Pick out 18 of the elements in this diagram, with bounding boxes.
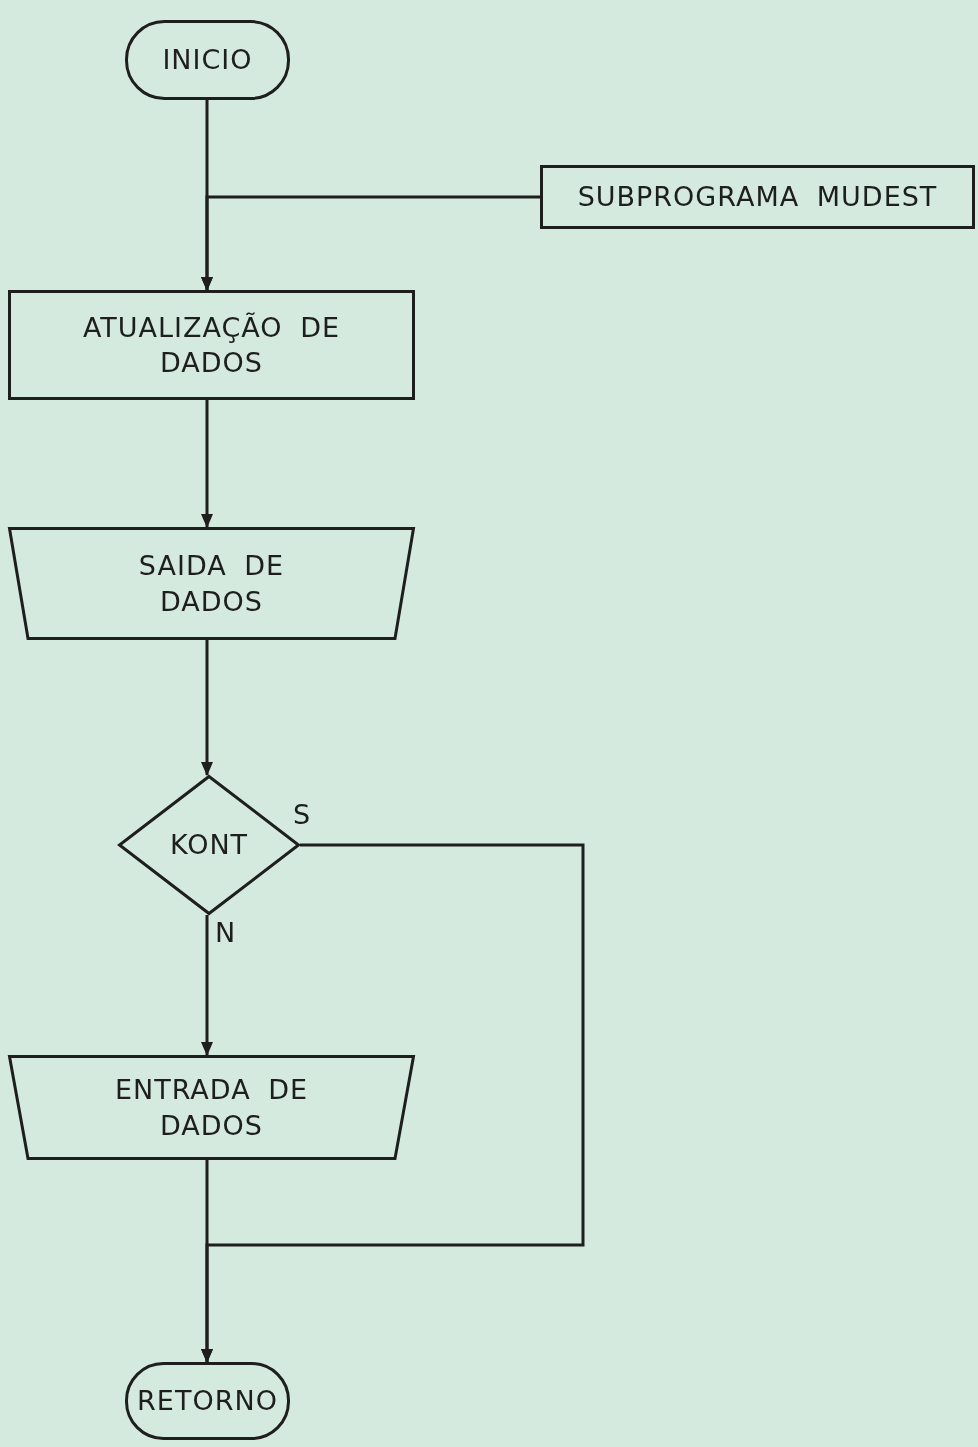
io-trapezoid [8,527,415,640]
arrow [201,640,213,776]
node-label: SAIDA DE DADOS [137,549,286,619]
arrow [201,1160,213,1363]
terminal-shape [125,20,290,100]
io-trapezoid [8,1055,415,1160]
node-label: SUBPROGRAMA MUDEST [577,180,938,215]
node-label: ATUALIZAÇÃO DE DADOS [81,310,342,380]
arrow [201,915,213,1056]
terminal-shape [125,1362,290,1440]
node-label: INICIO [162,43,253,78]
node-label: RETORNO [137,1384,278,1419]
process-box [540,165,975,229]
node-label: ENTRADA DE DADOS [113,1073,310,1143]
arrow [201,195,540,291]
arrow [201,400,213,528]
process-box [8,290,415,400]
node-label: KONT [169,828,249,863]
